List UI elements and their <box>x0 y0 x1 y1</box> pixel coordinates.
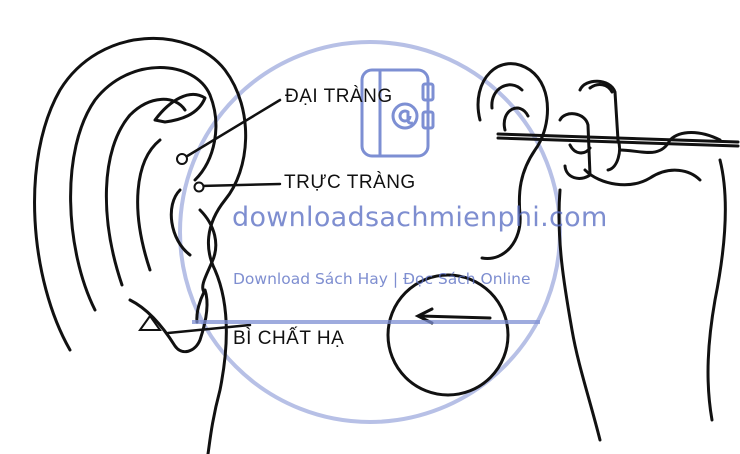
triangle-marker-icon <box>138 314 162 331</box>
watermark-site: downloadsachmienphi.com <box>232 202 608 233</box>
pointer-truc-trang <box>198 182 282 188</box>
label-bi-chat-ha: BÌ CHẤT HẠ <box>233 328 345 349</box>
hand-with-probe-drawing <box>476 62 740 442</box>
watermark-tagline: Download Sách Hay | Đọc Sách Online <box>233 270 531 288</box>
pointer-dai-trang <box>182 98 282 160</box>
label-truc-trang: TRỰC TRÀNG <box>284 172 416 193</box>
point-dai-trang <box>176 153 188 165</box>
magnifier-circle <box>386 273 510 397</box>
pointer-bi-chat-ha <box>166 323 252 335</box>
watermark-bar <box>192 320 540 324</box>
notebook-at-icon <box>360 68 435 158</box>
pointer-lines <box>166 98 282 335</box>
ear-drawing <box>33 36 248 454</box>
label-dai-trang: ĐẠI TRÀNG <box>285 86 393 107</box>
point-truc-trang <box>193 181 205 193</box>
